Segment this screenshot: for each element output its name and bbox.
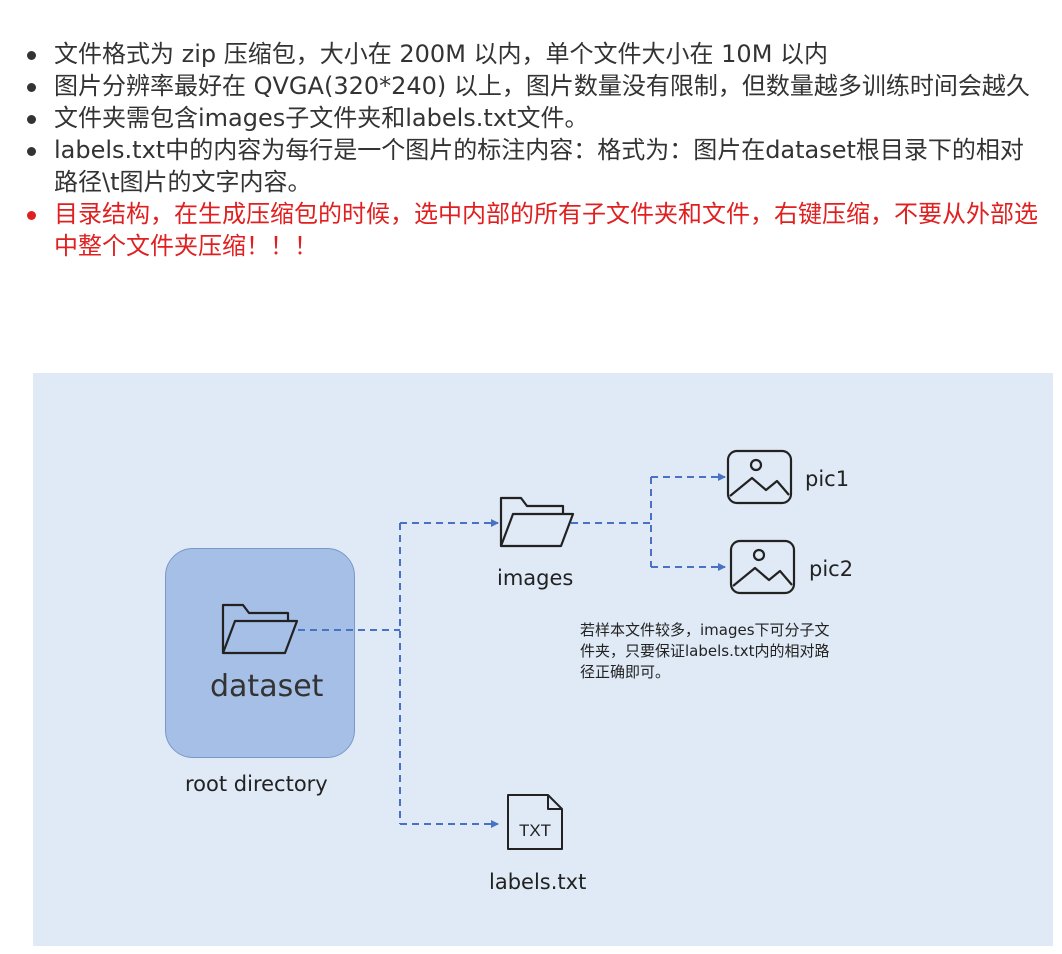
rule-item-labels-format: labels.txt中的内容为每行是一个图片的标注内容：格式为：图片在datas… [22, 134, 1042, 198]
folder-icon [221, 603, 299, 655]
rule-item-format: 文件格式为 zip 压缩包，大小在 200M 以内，单个文件大小在 10M 以内 [22, 38, 1042, 70]
subfolder-note: 若样本文件较多，images下可分子文件夹，只要保证labels.txt内的相对… [580, 621, 830, 681]
txt-icon-label: TXT [519, 821, 551, 840]
rule-item-folder: 文件夹需包含images子文件夹和labels.txt文件。 [22, 102, 1042, 134]
pic1-label: pic1 [805, 467, 850, 491]
directory-structure-diagram: TXT dataset root directory images pic1 p… [33, 373, 1053, 946]
diagram-drawing: TXT [221, 449, 796, 850]
root-directory-caption: root directory [185, 772, 328, 796]
requirements-list: 文件格式为 zip 压缩包，大小在 200M 以内，单个文件大小在 10M 以内… [22, 38, 1042, 262]
images-folder-label: images [497, 566, 574, 590]
folder-icon [499, 496, 575, 548]
pic2-label: pic2 [809, 557, 854, 581]
rule-item-zip-warning: 目录结构，在生成压缩包的时候，选中内部的所有子文件夹和文件，右键压缩，不要从外部… [22, 198, 1042, 262]
image-icon [726, 449, 793, 505]
labels-file-label: labels.txt [489, 870, 587, 894]
txt-file-icon [507, 794, 563, 850]
rule-item-resolution: 图片分辨率最好在 QVGA(320*240) 以上，图片数量没有限制，但数量越多… [22, 70, 1042, 102]
image-icon [729, 539, 796, 595]
dataset-label: dataset [210, 669, 324, 704]
connector-lines [298, 473, 726, 828]
